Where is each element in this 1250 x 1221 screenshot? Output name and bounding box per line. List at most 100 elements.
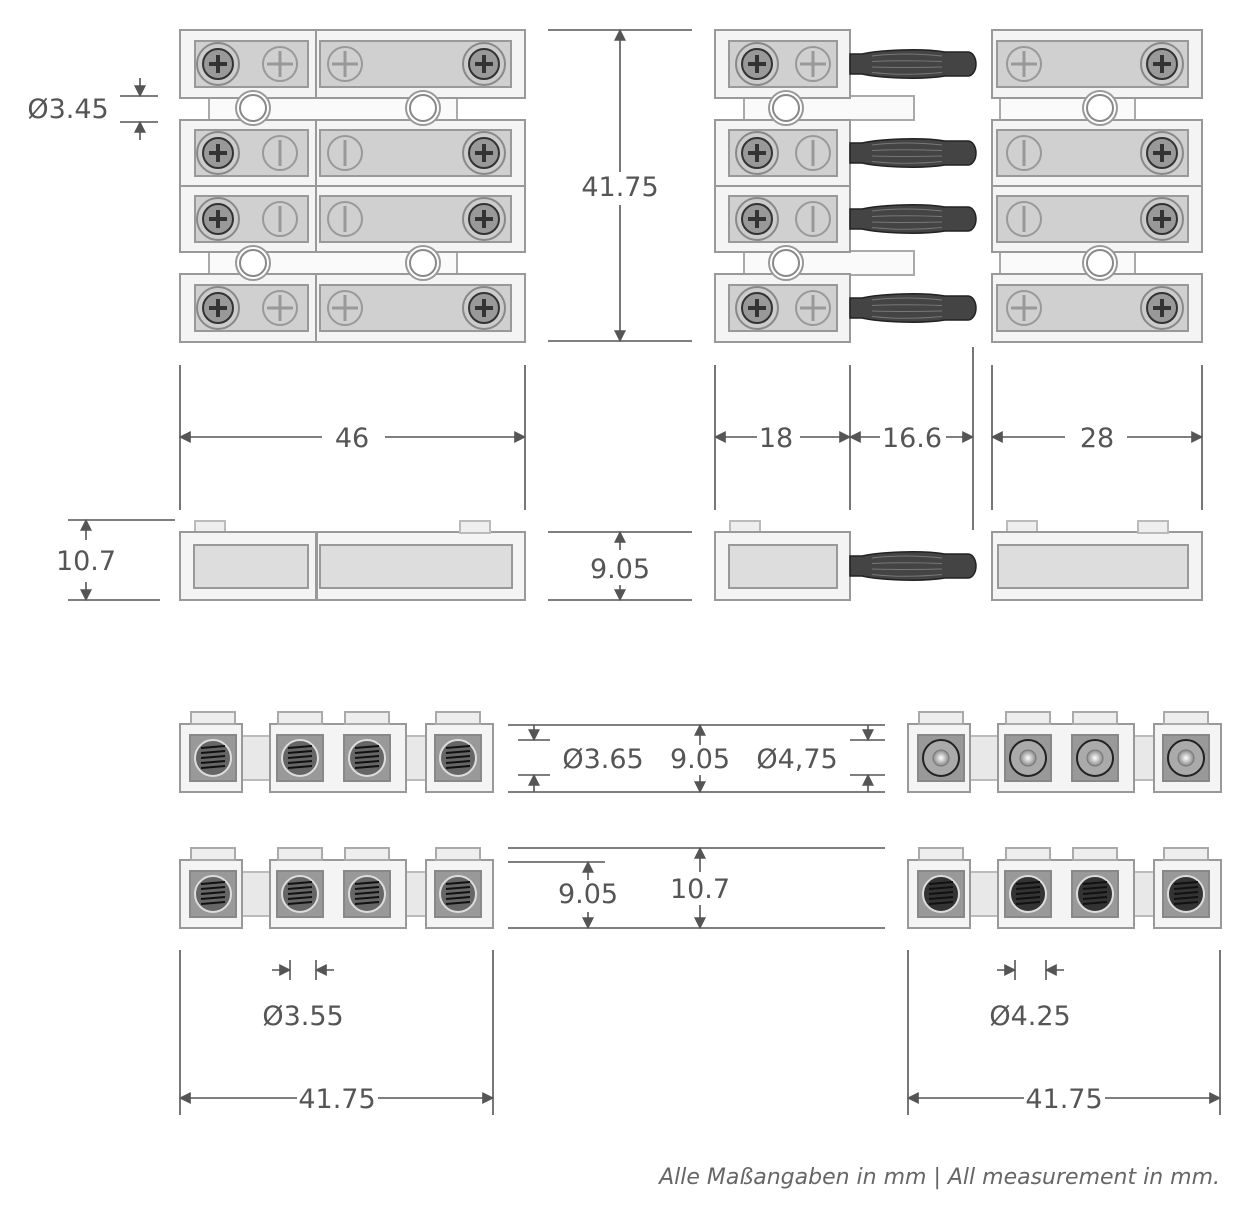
thread-line xyxy=(354,881,380,885)
plus-symbol-icon xyxy=(795,290,831,326)
dim-bottom-height-c: 10.7 xyxy=(670,874,730,905)
plug-groove xyxy=(871,60,943,62)
thread-line xyxy=(1173,891,1199,895)
thread-line xyxy=(200,750,226,754)
plug-groove xyxy=(871,221,943,223)
plus-symbol-icon xyxy=(1006,290,1042,326)
thread-line xyxy=(200,745,226,749)
mounting-hole-inner xyxy=(1086,94,1114,122)
minus-symbol-icon xyxy=(1006,201,1042,237)
thread-line xyxy=(287,891,313,895)
thread-line xyxy=(200,760,226,764)
dim-bottom-width-left: 41.75 xyxy=(298,1084,375,1115)
plug-groove xyxy=(871,297,943,301)
thread-line xyxy=(200,881,226,885)
plus-symbol-icon xyxy=(327,290,363,326)
thread-line xyxy=(445,745,471,749)
thread-line xyxy=(445,896,471,900)
symbol-stroke xyxy=(267,295,293,321)
thread-line xyxy=(1173,901,1199,905)
plug-groove xyxy=(871,72,943,75)
minus-symbol-icon xyxy=(327,201,363,237)
symbol-stroke xyxy=(332,51,358,77)
mounting-hole-inner xyxy=(772,94,800,122)
banana-plug-icon xyxy=(849,138,977,168)
thread-line xyxy=(445,755,471,759)
thread-line xyxy=(200,896,226,900)
plug-groove xyxy=(871,215,943,217)
thread-line xyxy=(200,891,226,895)
thread-line xyxy=(445,881,471,885)
plug-groove xyxy=(871,142,943,146)
minus-symbol-icon xyxy=(795,201,831,237)
thread-line xyxy=(1173,881,1199,885)
screw-top xyxy=(344,847,390,861)
symbol-stroke xyxy=(800,51,826,77)
plus-symbol-icon xyxy=(327,46,363,82)
thread-line xyxy=(445,891,471,895)
plug-groove xyxy=(871,555,943,559)
side-plate xyxy=(193,544,309,589)
thread-line xyxy=(200,886,226,890)
thread-line xyxy=(1082,901,1108,905)
plug-groove xyxy=(871,161,943,164)
mounting-hole-inner xyxy=(409,249,437,277)
phillips-cross-icon xyxy=(209,210,227,228)
banana-plug-icon xyxy=(849,293,977,323)
thread-line xyxy=(354,901,380,905)
screw-top xyxy=(459,520,491,534)
mounting-hole-inner xyxy=(1086,249,1114,277)
screw-top xyxy=(190,847,236,861)
dim-bottom-width-right: 41.75 xyxy=(1025,1084,1102,1115)
plug-groove xyxy=(871,208,943,212)
dim-right-w3: 28 xyxy=(1080,423,1114,454)
thread-line xyxy=(1082,896,1108,900)
bridge xyxy=(1133,735,1155,781)
plus-symbol-icon xyxy=(262,46,298,82)
dim-top-height: 41.75 xyxy=(581,172,658,203)
plug-groove xyxy=(871,316,943,319)
bridge xyxy=(969,871,999,917)
thread-line xyxy=(1173,886,1199,890)
thread-line xyxy=(445,750,471,754)
phillips-cross-icon xyxy=(475,55,493,73)
plus-symbol-icon xyxy=(1006,46,1042,82)
plug-groove xyxy=(871,155,943,157)
symbol-stroke xyxy=(1011,51,1037,77)
thread-line xyxy=(928,881,954,885)
socket-pin xyxy=(1019,749,1037,767)
thread-line xyxy=(445,760,471,764)
thread-line xyxy=(928,901,954,905)
phillips-cross-icon xyxy=(209,55,227,73)
side-plate xyxy=(997,544,1189,589)
dim-bottom-height-b: 9.05 xyxy=(558,879,618,910)
dim-bottom-hole-right: Ø4,75 xyxy=(756,744,837,775)
plug-groove xyxy=(871,53,943,57)
phillips-cross-icon xyxy=(475,144,493,162)
screw-top xyxy=(190,711,236,725)
plug-groove xyxy=(871,304,943,306)
screw-top xyxy=(435,711,481,725)
thread-line xyxy=(200,901,226,905)
plug-groove xyxy=(871,562,943,564)
dim-side-mid-height: 9.05 xyxy=(590,554,650,585)
thread-line xyxy=(287,886,313,890)
thread-line xyxy=(1015,901,1041,905)
thread-line xyxy=(354,765,380,769)
banana-plug-icon xyxy=(849,551,977,581)
thread-line xyxy=(287,896,313,900)
plug-groove xyxy=(871,149,943,151)
thread-line xyxy=(287,881,313,885)
thread-line xyxy=(928,896,954,900)
thread-line xyxy=(1082,886,1108,890)
thread-line xyxy=(354,896,380,900)
dim-right-w1: 18 xyxy=(759,423,793,454)
thread-line xyxy=(1015,896,1041,900)
screw-top xyxy=(1163,711,1209,725)
thread-line xyxy=(287,901,313,905)
thread-line xyxy=(287,750,313,754)
minus-symbol-icon xyxy=(262,201,298,237)
thread-line xyxy=(1015,886,1041,890)
thread-line xyxy=(354,886,380,890)
dimension-lines xyxy=(68,28,1222,1115)
